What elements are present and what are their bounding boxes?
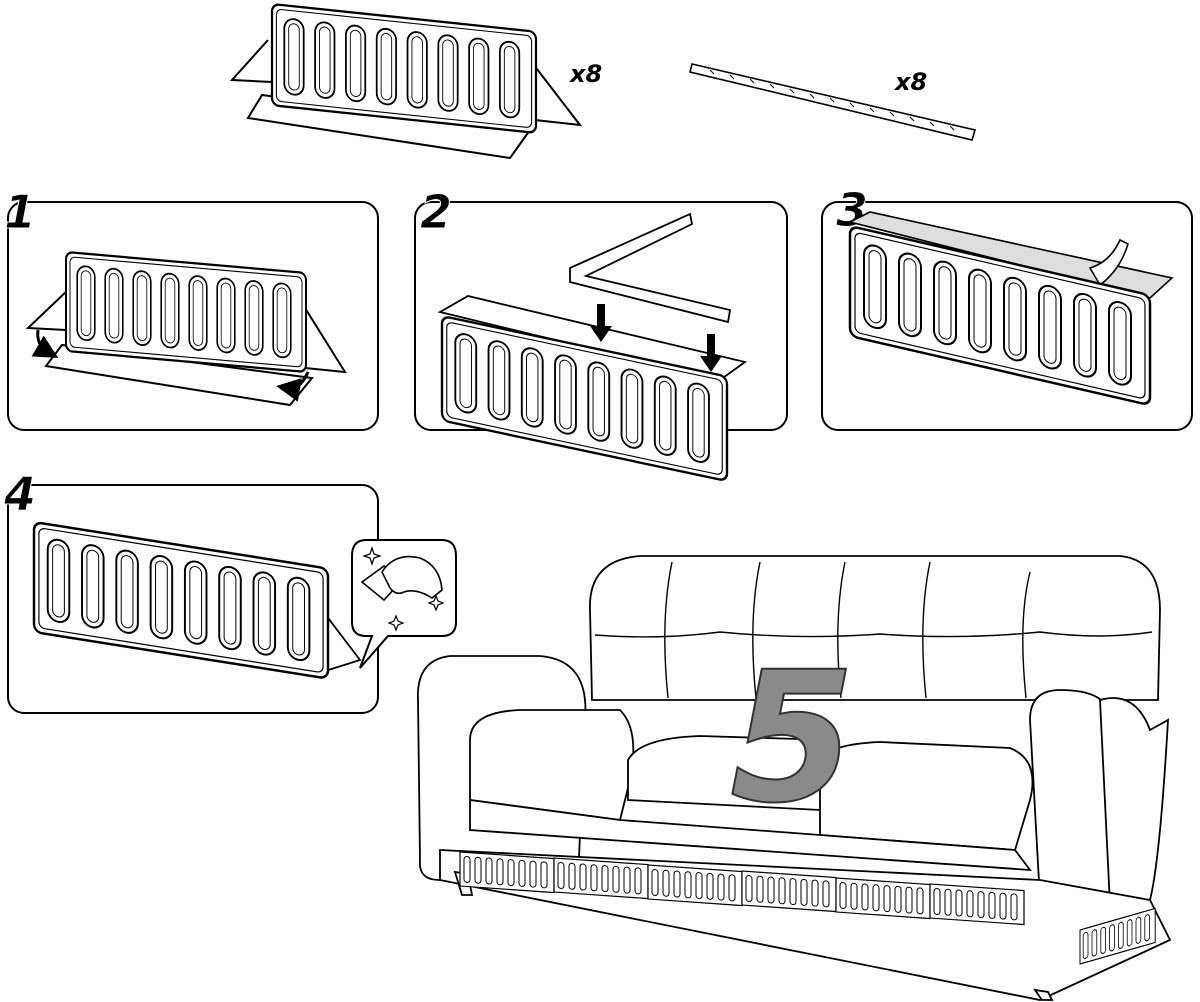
- step-3-panel: 3: [821, 183, 1193, 431]
- parts-list: x8 x8: [229, 2, 977, 160]
- step-5-number: 5: [730, 634, 855, 843]
- step-2-number: 2: [420, 185, 452, 239]
- sparkle-icon: [362, 546, 445, 632]
- step-1-panel: 1: [4, 185, 379, 431]
- fold-arrow-left-icon: [31, 329, 59, 359]
- down-arrow-icon: [700, 334, 722, 372]
- bumper-guard-part: [229, 2, 583, 160]
- peeling-film: [1088, 238, 1129, 287]
- down-arrow-icon: [590, 304, 612, 342]
- cleaning-callout: [351, 539, 457, 669]
- hand-wiping-icon: [360, 555, 443, 602]
- step-4-number: 4: [3, 467, 36, 521]
- step-4-panel: 4: [3, 467, 457, 714]
- guard-quantity: x8: [569, 60, 602, 88]
- step-2-panel: 2: [414, 185, 788, 483]
- step-1-number: 1: [4, 185, 36, 239]
- adhesive-strip: [569, 212, 732, 324]
- strip-quantity: x8: [894, 68, 927, 96]
- adhesive-strip-part: [689, 63, 977, 141]
- fold-arrow-right-icon: [276, 371, 310, 402]
